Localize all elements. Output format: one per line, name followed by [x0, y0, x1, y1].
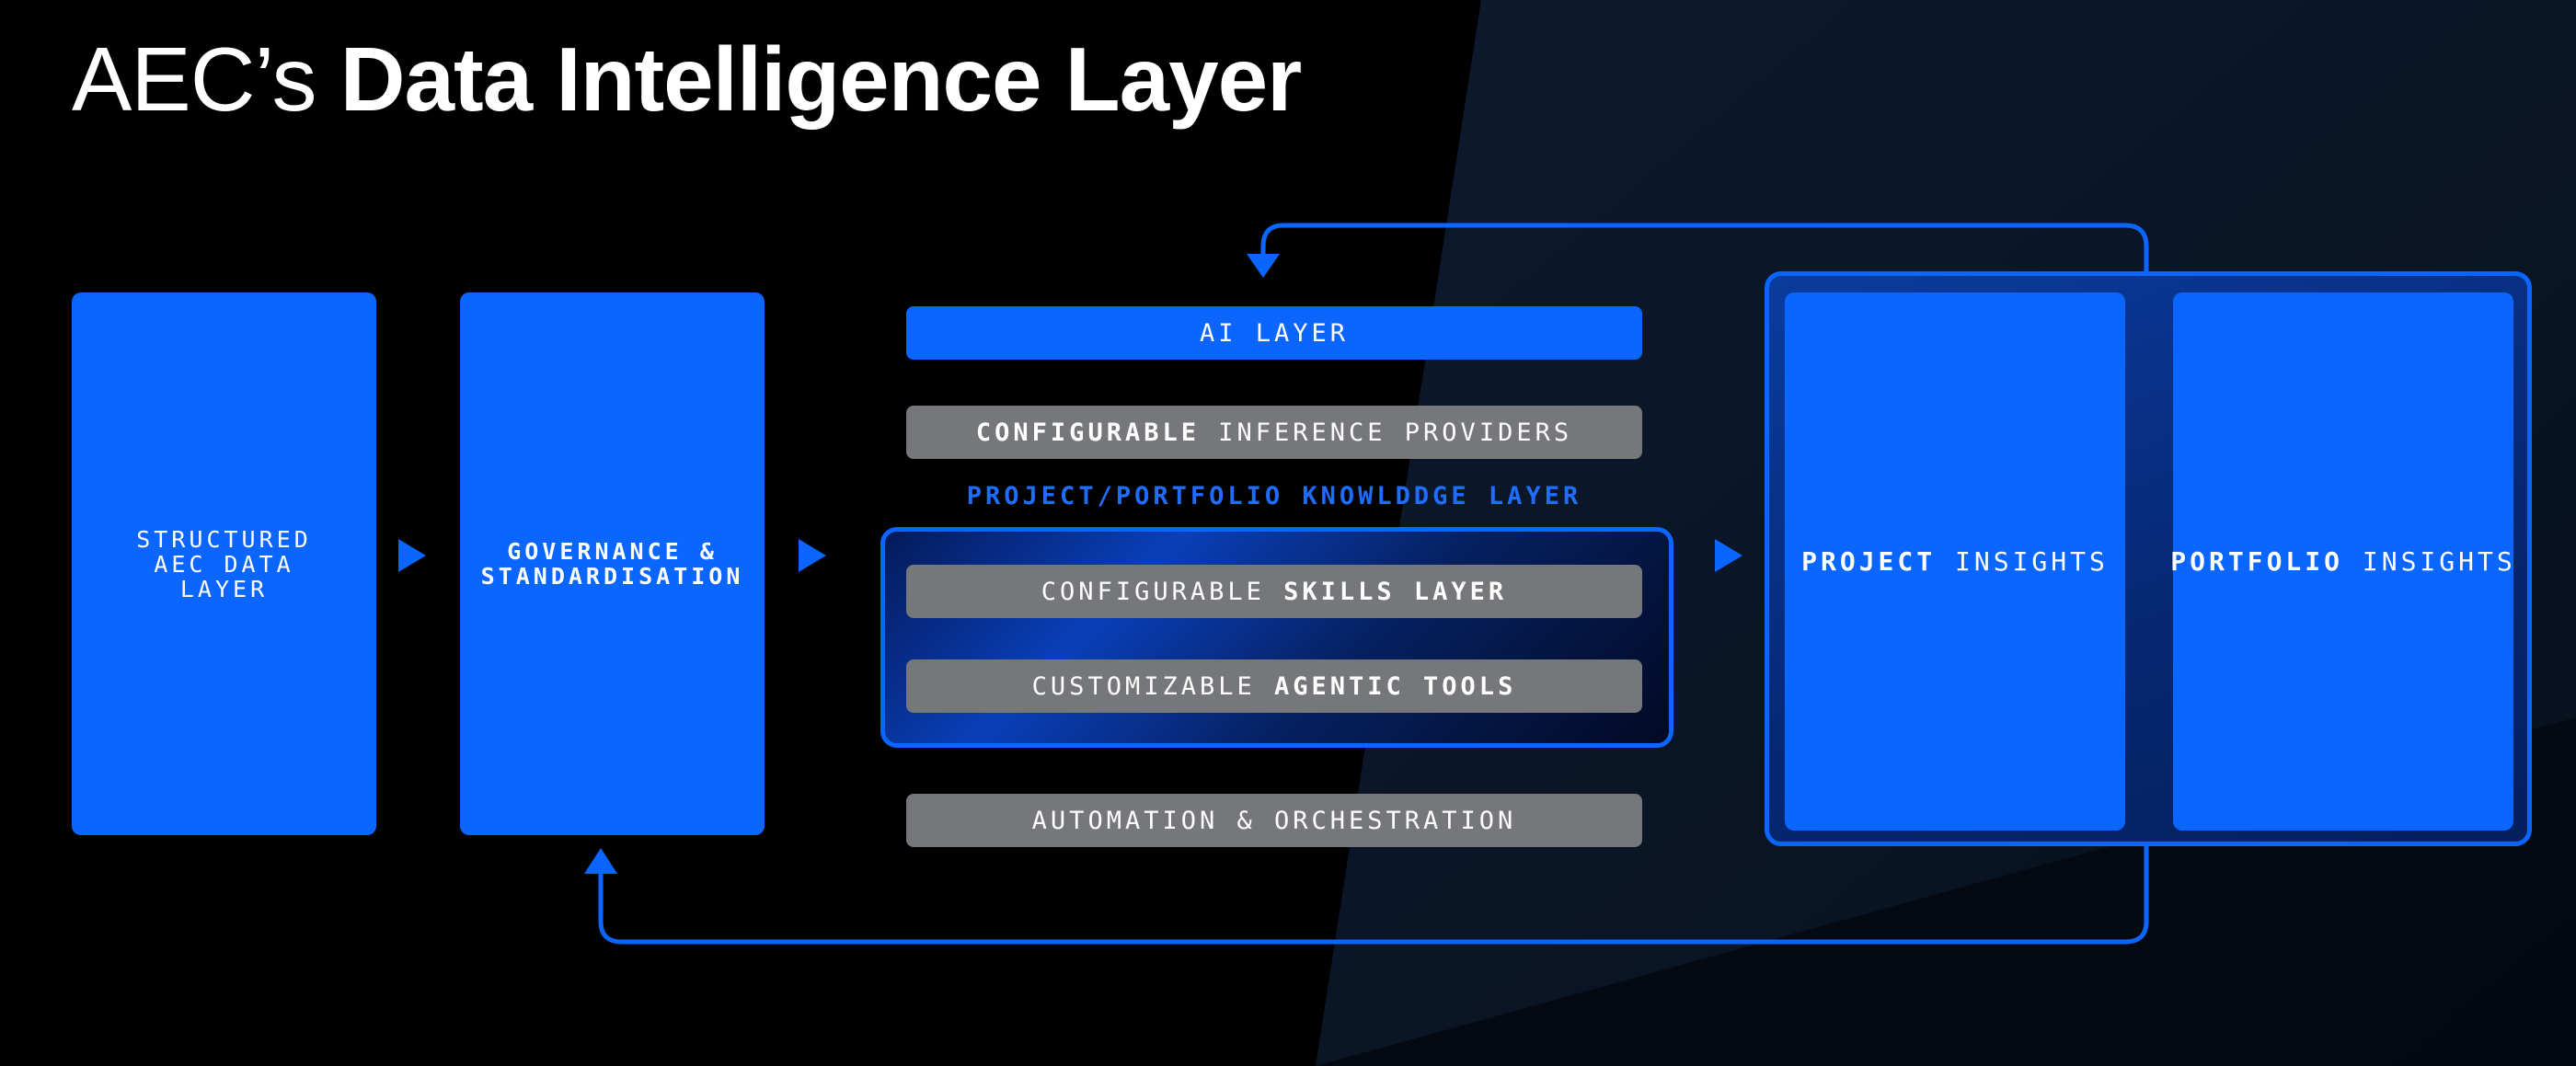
project-insights-bold: PROJECT [1801, 546, 1937, 577]
governance-line-2: STANDARDISATION [480, 563, 744, 590]
knowledge-layer-frame [880, 527, 1673, 748]
structured-line-3: LAYER [179, 575, 269, 602]
agentic-tools-bar: CUSTOMIZABLE AGENTIC TOOLS [906, 659, 1642, 713]
portfolio-insights-bold: PORTFOLIO [2170, 546, 2343, 577]
arrow-right-1 [398, 539, 426, 572]
project-insights-rest: INSIGHTS [1936, 546, 2109, 577]
title-bold: Data Intelligence Layer [339, 29, 1303, 130]
portfolio-insights-block: PORTFOLIO INSIGHTS [2170, 292, 2516, 831]
arrow-right-2 [799, 539, 826, 572]
portfolio-insights-rest: INSIGHTS [2343, 546, 2516, 577]
inference-rest: INFERENCE PROVIDERS [1199, 418, 1573, 447]
automation-label: AUTOMATION & ORCHESTRATION [1031, 806, 1517, 835]
ai-layer-label: AI LAYER [1199, 318, 1350, 348]
inference-bold: CONFIGURABLE [975, 418, 1200, 447]
project-insights-block: PROJECT INSIGHTS [1785, 292, 2125, 831]
structured-line-1: STRUCTURED [136, 525, 312, 553]
inference-providers-bar: CONFIGURABLE INFERENCE PROVIDERS [906, 406, 1642, 459]
knowledge-layer-label: PROJECT/PORTFOLIO KNOWLDDGE LAYER [966, 482, 1582, 510]
structured-line-2: AEC DATA [154, 550, 294, 578]
skills-rest: CONFIGURABLE [1041, 577, 1284, 606]
bottom-loop-line [598, 844, 2149, 945]
tools-bold: AGENTIC TOOLS [1274, 671, 1517, 701]
tools-rest: CUSTOMIZABLE [1031, 671, 1274, 701]
arrow-right-3 [1715, 539, 1742, 572]
automation-bar: AUTOMATION & ORCHESTRATION [906, 794, 1642, 847]
skills-bold: SKILLS LAYER [1283, 577, 1508, 606]
structured-data-block: STRUCTURED AEC DATA LAYER [72, 292, 376, 835]
title-light: AEC’s [72, 29, 317, 130]
governance-line-1: GOVERNANCE & [507, 538, 718, 565]
bottom-loop-arrowhead [584, 848, 617, 874]
ai-layer-bar: AI LAYER [906, 306, 1642, 360]
top-loop-arrowhead [1247, 254, 1280, 278]
page-title: AEC’s Data Intelligence Layer [72, 28, 1303, 132]
governance-block: GOVERNANCE & STANDARDISATION [460, 292, 765, 835]
top-loop-line [1260, 223, 2149, 274]
skills-layer-bar: CONFIGURABLE SKILLS LAYER [906, 565, 1642, 618]
